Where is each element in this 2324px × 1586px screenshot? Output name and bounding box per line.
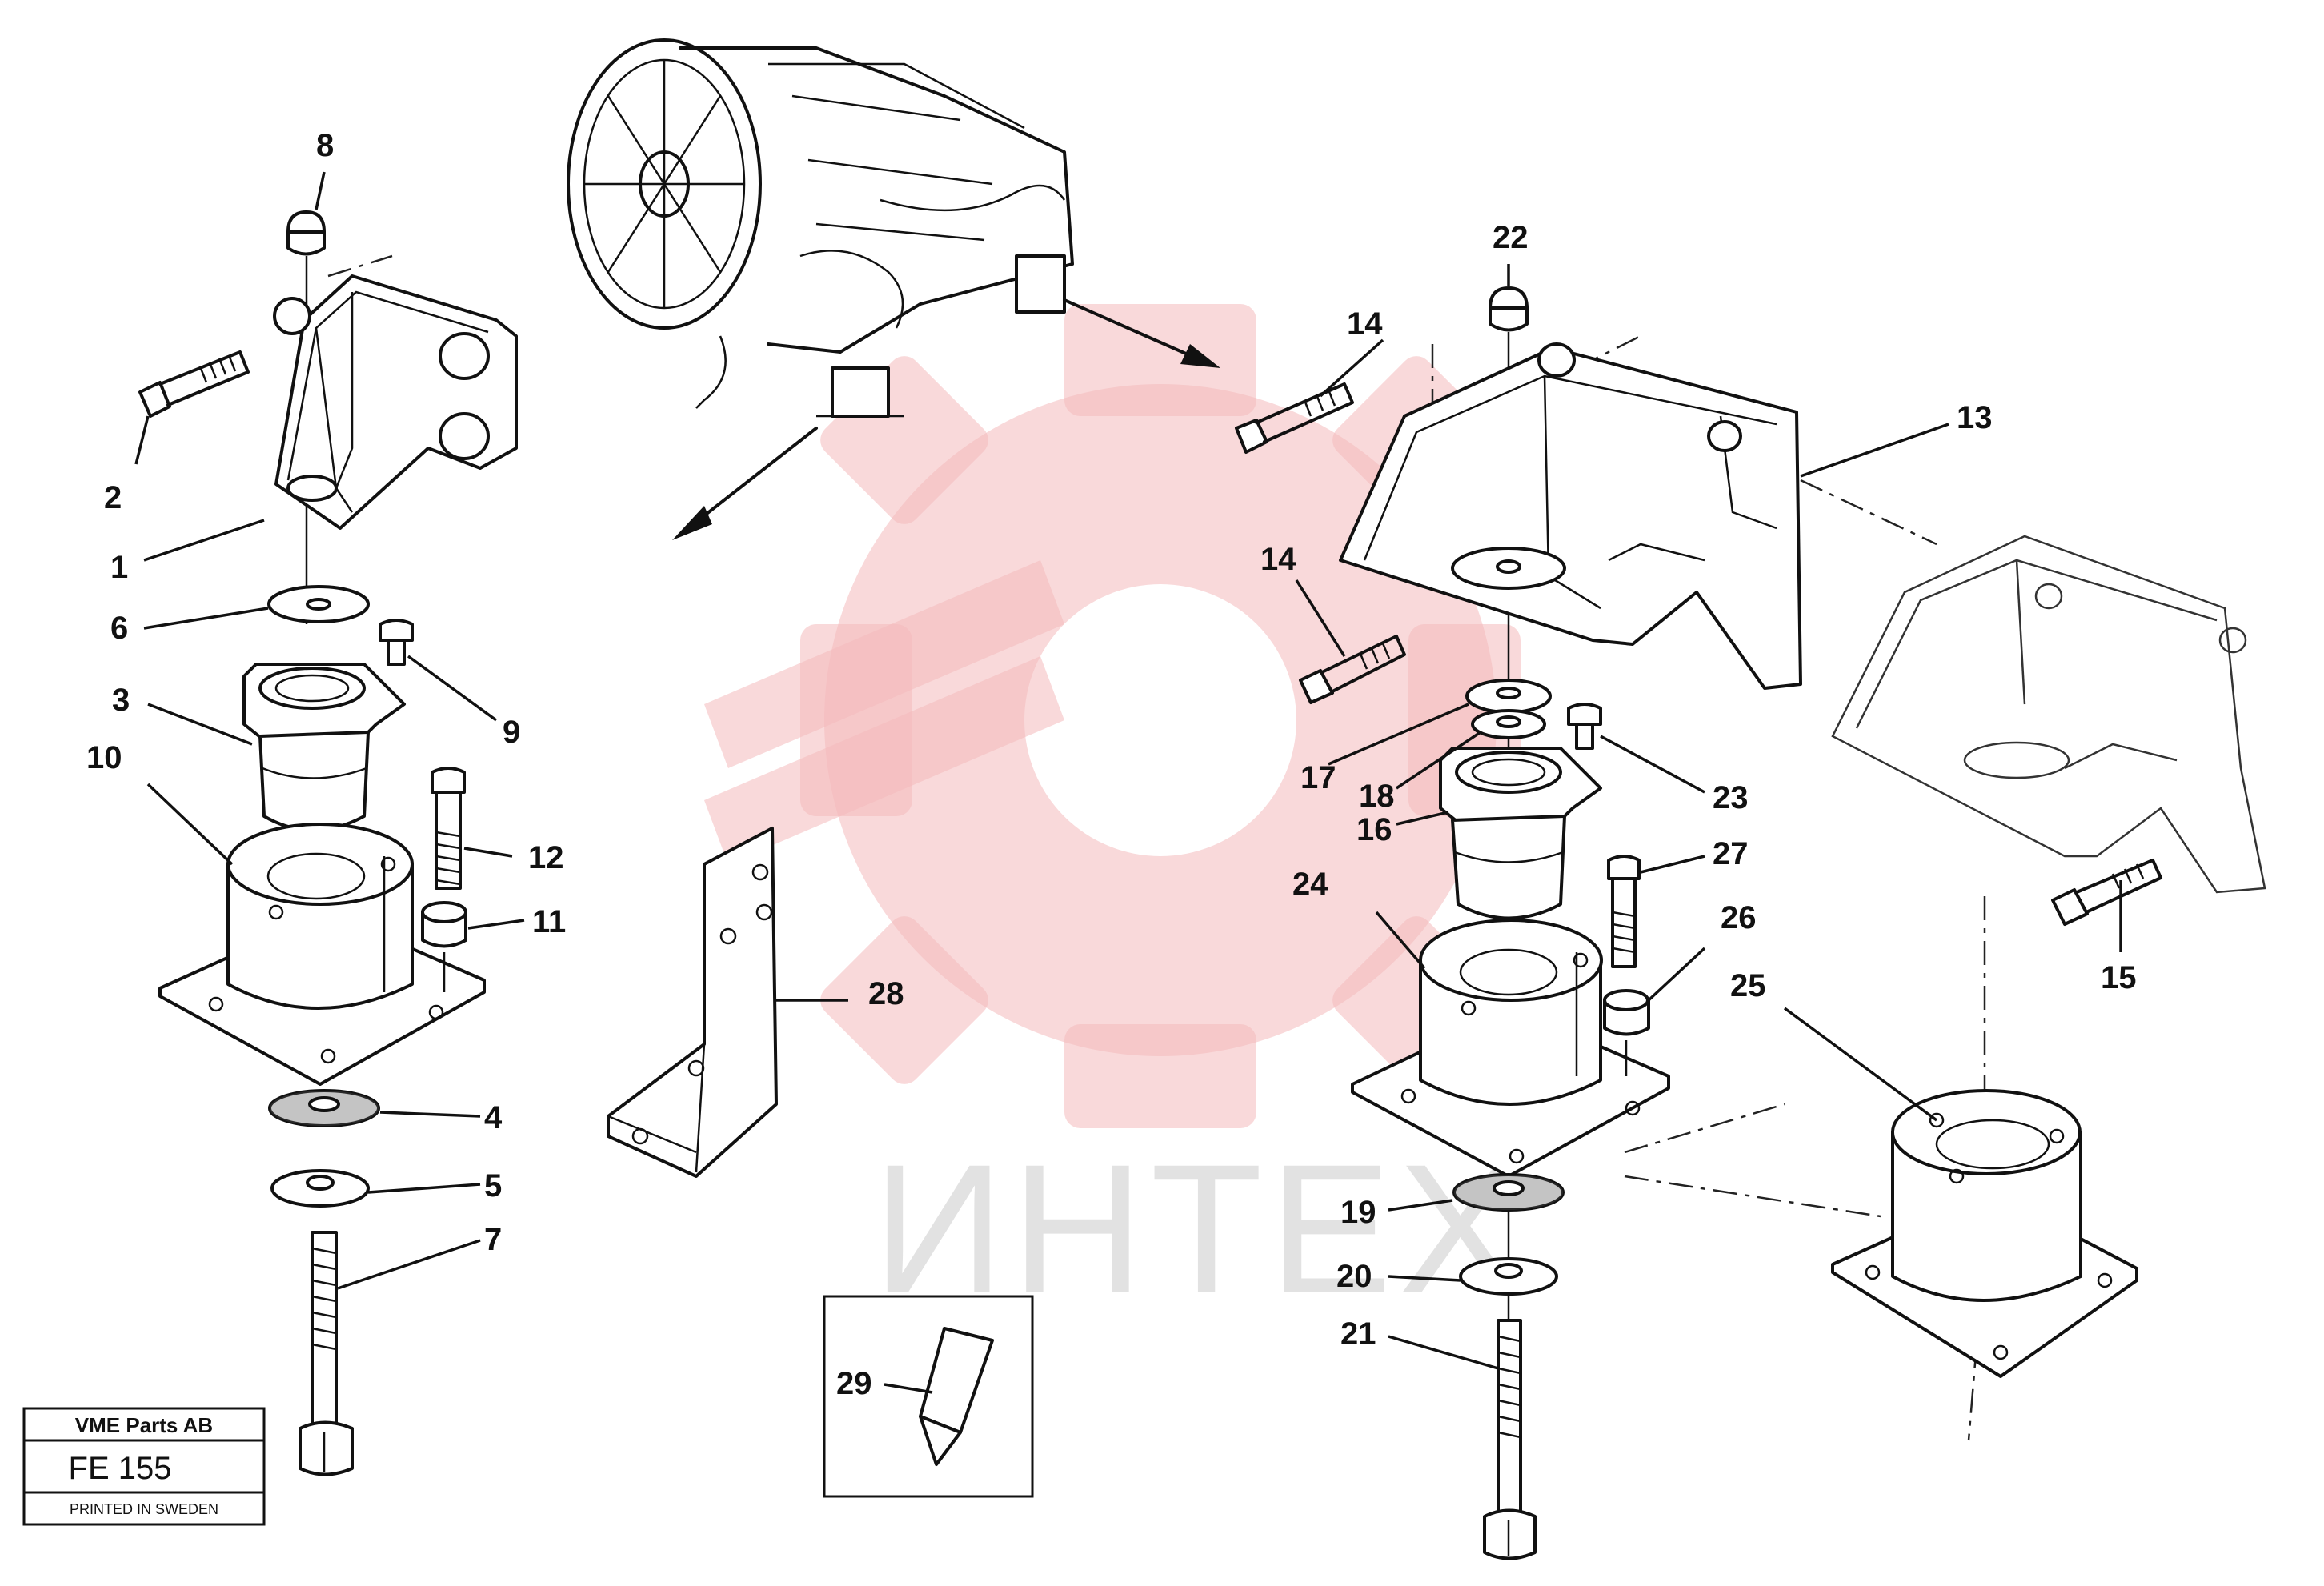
callout-16: 16 xyxy=(1356,812,1392,847)
bolt-14-upper xyxy=(1235,382,1354,454)
callout-24: 24 xyxy=(1292,867,1328,902)
leader-lines xyxy=(134,171,2122,1394)
rubber-element-3 xyxy=(242,663,406,832)
callout-4: 4 xyxy=(484,1100,503,1135)
bracket-13 xyxy=(1339,342,1802,690)
callout-numbers: 8 2 1 6 3 9 10 12 11 4 5 7 28 29 22 14 1… xyxy=(86,128,2137,1401)
bolt-21 xyxy=(1483,1319,1537,1560)
callout-28: 28 xyxy=(868,976,904,1011)
callout-9: 9 xyxy=(503,715,520,750)
callout-17: 17 xyxy=(1300,760,1336,795)
washer-17 xyxy=(1465,679,1552,714)
bolt-2 xyxy=(138,350,250,418)
bracket-1 xyxy=(273,274,518,530)
bolt-14-lower xyxy=(1299,635,1406,704)
callout-2: 2 xyxy=(104,480,122,515)
callout-11: 11 xyxy=(532,904,566,939)
callout-8: 8 xyxy=(316,128,334,163)
callout-6: 6 xyxy=(110,611,128,646)
sealant-tube-29 xyxy=(823,1295,1034,1498)
rubber-element-16 xyxy=(1439,747,1602,920)
housing-24 xyxy=(1351,919,1670,1178)
bolt-27 xyxy=(1607,855,1641,968)
bushing-26 xyxy=(1603,989,1650,1036)
title-block-code: FE 155 xyxy=(69,1451,172,1486)
callout-14-lower: 14 xyxy=(1260,542,1296,577)
housing-10 xyxy=(158,823,486,1086)
callout-13: 13 xyxy=(1957,400,1993,435)
callout-14-upper: 14 xyxy=(1347,306,1383,342)
bolt-7 xyxy=(299,1231,354,1476)
callout-10: 10 xyxy=(86,740,122,775)
washer-18 xyxy=(1471,709,1546,739)
cap-nut-8 xyxy=(286,210,326,256)
ghost-bracket xyxy=(1831,535,2266,894)
washer-5 xyxy=(270,1169,370,1208)
washer-20 xyxy=(1459,1257,1558,1296)
rubber-washer-4 xyxy=(268,1089,380,1127)
callout-21: 21 xyxy=(1340,1316,1376,1352)
cap-nut-22 xyxy=(1489,286,1529,332)
bolt-12 xyxy=(431,767,466,890)
title-block-printed: PRINTED IN SWEDEN xyxy=(70,1501,218,1517)
direction-arrows xyxy=(672,298,1220,540)
screw-9 xyxy=(379,619,414,666)
callout-7: 7 xyxy=(484,1222,502,1257)
bolt-15 xyxy=(2051,859,2162,926)
callout-22: 22 xyxy=(1493,220,1529,255)
callout-1: 1 xyxy=(110,550,128,585)
title-block: VME Parts AB FE 155 PRINTED IN SWEDEN xyxy=(22,1407,266,1526)
callout-26: 26 xyxy=(1721,900,1757,935)
bushing-11 xyxy=(421,901,467,948)
right-mount-assembly xyxy=(1235,286,2266,1560)
callout-20: 20 xyxy=(1336,1259,1372,1294)
screw-23 xyxy=(1567,703,1602,750)
rubber-washer-19 xyxy=(1452,1173,1565,1212)
callout-5: 5 xyxy=(484,1168,502,1204)
housing-25 xyxy=(1831,1089,2138,1378)
callout-27: 27 xyxy=(1713,836,1749,871)
left-mount-assembly xyxy=(138,210,518,1476)
callout-12: 12 xyxy=(528,840,564,875)
callout-19: 19 xyxy=(1340,1195,1376,1230)
callout-15: 15 xyxy=(2101,960,2137,995)
engine-illustration xyxy=(567,38,1074,418)
callout-23: 23 xyxy=(1713,780,1749,815)
callout-29: 29 xyxy=(836,1366,872,1401)
callout-3: 3 xyxy=(112,683,130,718)
title-block-organization: VME Parts AB xyxy=(75,1413,213,1437)
callout-25: 25 xyxy=(1730,968,1766,1003)
callout-18: 18 xyxy=(1359,779,1395,814)
bracket-28 xyxy=(607,827,778,1178)
